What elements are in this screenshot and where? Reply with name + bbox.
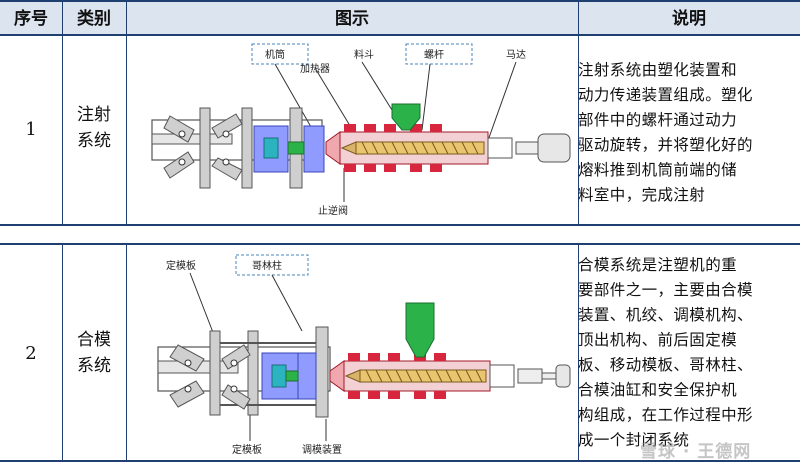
fixed-platen-label-top: 定模板 — [166, 259, 196, 272]
row-seq: 2 — [25, 343, 37, 364]
header-diagram: 图示 — [335, 9, 369, 29]
watermark: 雪球 · 王德网 — [640, 442, 752, 462]
hopper-label: 料斗 — [354, 48, 374, 61]
row-description: 合模系统是注塑机的重 要部件之一，主要由合模 装置、机绞、调模机构、 顶出机构、… — [578, 256, 753, 449]
injection-system-diagram: 机筒 加热器 料斗 螺杆 马达 — [151, 43, 571, 217]
header-description: 说明 — [672, 9, 706, 29]
row-category: 注射 系统 — [77, 105, 111, 151]
mold-adjust-label: 调模装置 — [302, 443, 342, 456]
row-category: 合模 系统 — [77, 330, 111, 376]
clamping-system-diagram: 定模板 哥林柱 — [157, 254, 571, 456]
table-row-injection: 1 注射 系统 机筒 加热器 料斗 螺杆 马达 — [0, 36, 800, 226]
fixed-platen-label-bottom: 定模板 — [232, 443, 262, 456]
barrel-label: 机筒 — [265, 48, 285, 61]
screw-label-box — [405, 43, 473, 65]
table-row-clamping: 2 合模 系统 定模板 哥林柱 — [0, 243, 800, 462]
header-seq: 序号 — [14, 9, 48, 29]
check-valve-label: 止逆阀 — [318, 204, 348, 217]
motor-label: 马达 — [506, 49, 526, 61]
table-header-row: 序号 类别 图示 说明 — [0, 0, 800, 36]
screw-label: 螺杆 — [424, 49, 444, 61]
row-description: 注射系统由塑化装置和 动力传递装置组成。塑化 部件中的螺杆通过动力 驱动旋转，并… — [578, 61, 753, 204]
row-seq: 1 — [25, 119, 37, 140]
header-category: 类别 — [77, 9, 111, 29]
barrel-label-box — [251, 43, 309, 65]
tie-bar-label: 哥林柱 — [252, 259, 282, 272]
